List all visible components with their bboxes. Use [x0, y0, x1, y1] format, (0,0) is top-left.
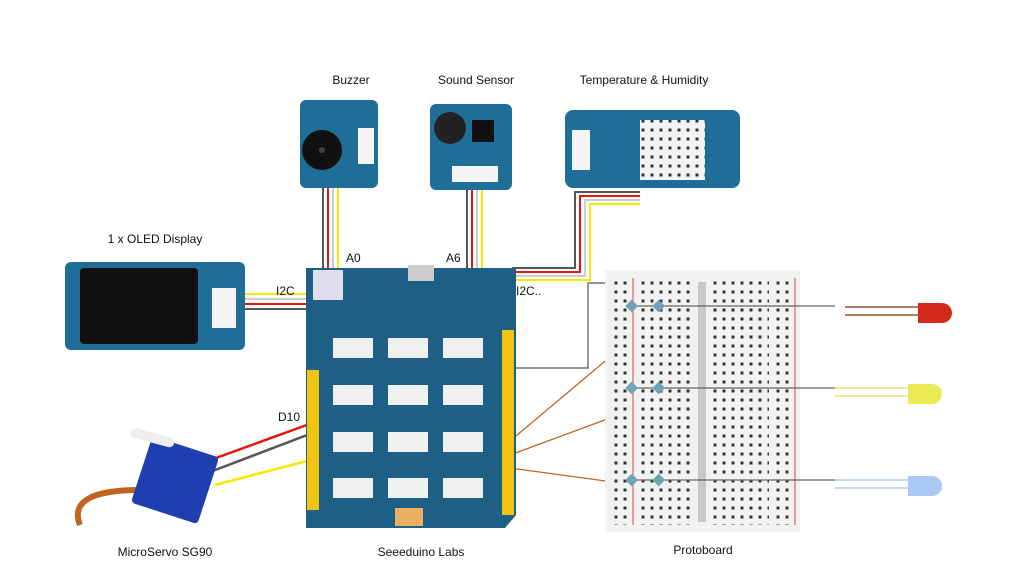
temp-humidity-module	[565, 110, 740, 188]
junction-markers	[625, 299, 666, 487]
servo-label: MicroServo SG90	[117, 545, 213, 559]
pin-i2c-left-label: I2C	[276, 284, 295, 298]
pin-i2c-right-label: I2C..	[516, 284, 542, 298]
pin-a6-label: A6	[446, 251, 461, 265]
temp-humidity-wires	[512, 191, 640, 281]
buzzer-wires	[322, 188, 339, 270]
oled-label: 1 x OLED Display	[107, 232, 203, 246]
protoboard-label: Protoboard	[673, 543, 733, 557]
oled-wires	[240, 293, 306, 310]
oled-module	[65, 262, 245, 350]
led-blue	[835, 476, 942, 496]
led-red	[845, 303, 952, 323]
temp-humidity-label: Temperature & Humidity	[579, 73, 709, 87]
protoboard	[605, 270, 800, 532]
sound-sensor-wires	[466, 190, 483, 270]
sound-sensor-module	[430, 104, 512, 190]
led-yellow	[835, 384, 942, 404]
pin-a0-label: A0	[346, 251, 361, 265]
sound-sensor-label: Sound Sensor	[437, 73, 515, 87]
pin-d10-label: D10	[278, 410, 301, 424]
buzzer-label: Buzzer	[332, 73, 370, 87]
servo-module	[75, 428, 219, 527]
seeeduino-board	[306, 265, 516, 528]
led-lines	[632, 305, 835, 481]
board-label: Seeeduino Labs	[377, 545, 465, 559]
buzzer-module	[300, 100, 378, 188]
